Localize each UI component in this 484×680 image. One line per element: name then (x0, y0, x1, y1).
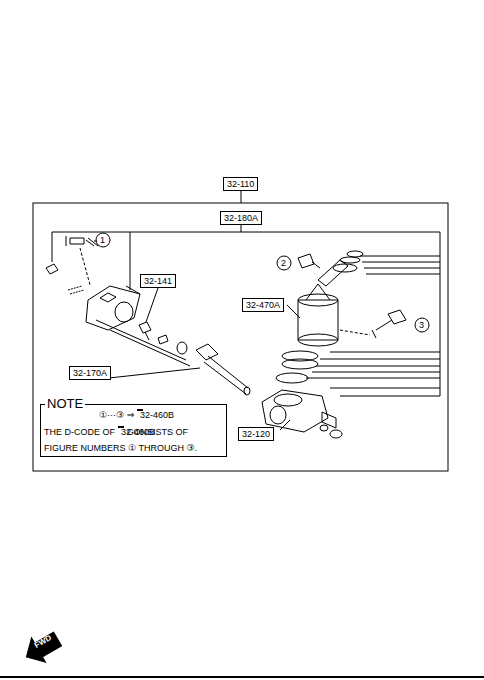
part-number-box: 32-110 (223, 177, 258, 191)
part-number-box: 32-460B (118, 426, 124, 428)
part-number: 32-460B (121, 427, 155, 438)
note-text: ①···③ ⇒ (99, 410, 134, 421)
part-number: 32-120 (242, 429, 270, 439)
note-text: FIGURE NUMBERS ① THROUGH ③. (44, 443, 197, 454)
note-box: NOTE①···③ ⇒THE D-CODE OFCONSISTS OFFIGUR… (40, 404, 227, 457)
part-number: 32-460B (140, 410, 174, 421)
fwd-arrow (19, 627, 64, 669)
part-number-box: 32-470A (242, 298, 284, 312)
part-number: 32-141 (144, 276, 172, 286)
note-heading: NOTE (45, 397, 85, 410)
part-number-box: 32-170A (69, 366, 111, 380)
part-number-box: 32-120 (238, 427, 274, 441)
part-number: 32-170A (73, 368, 107, 378)
note-text: THE D-CODE OF (44, 427, 115, 438)
callout-number: 3 (419, 320, 424, 330)
part-number-box: 32-141 (140, 274, 176, 288)
part-number-box: 32-460B (137, 409, 143, 411)
part-number: 32-470A (246, 300, 280, 310)
part-number: 32-180A (224, 213, 258, 223)
part-number-box: 32-180A (220, 211, 262, 225)
callout-number: 2 (281, 258, 286, 268)
assembly-frame (33, 203, 448, 471)
part-number: 32-110 (227, 179, 254, 189)
callout-number: 1 (100, 235, 105, 245)
